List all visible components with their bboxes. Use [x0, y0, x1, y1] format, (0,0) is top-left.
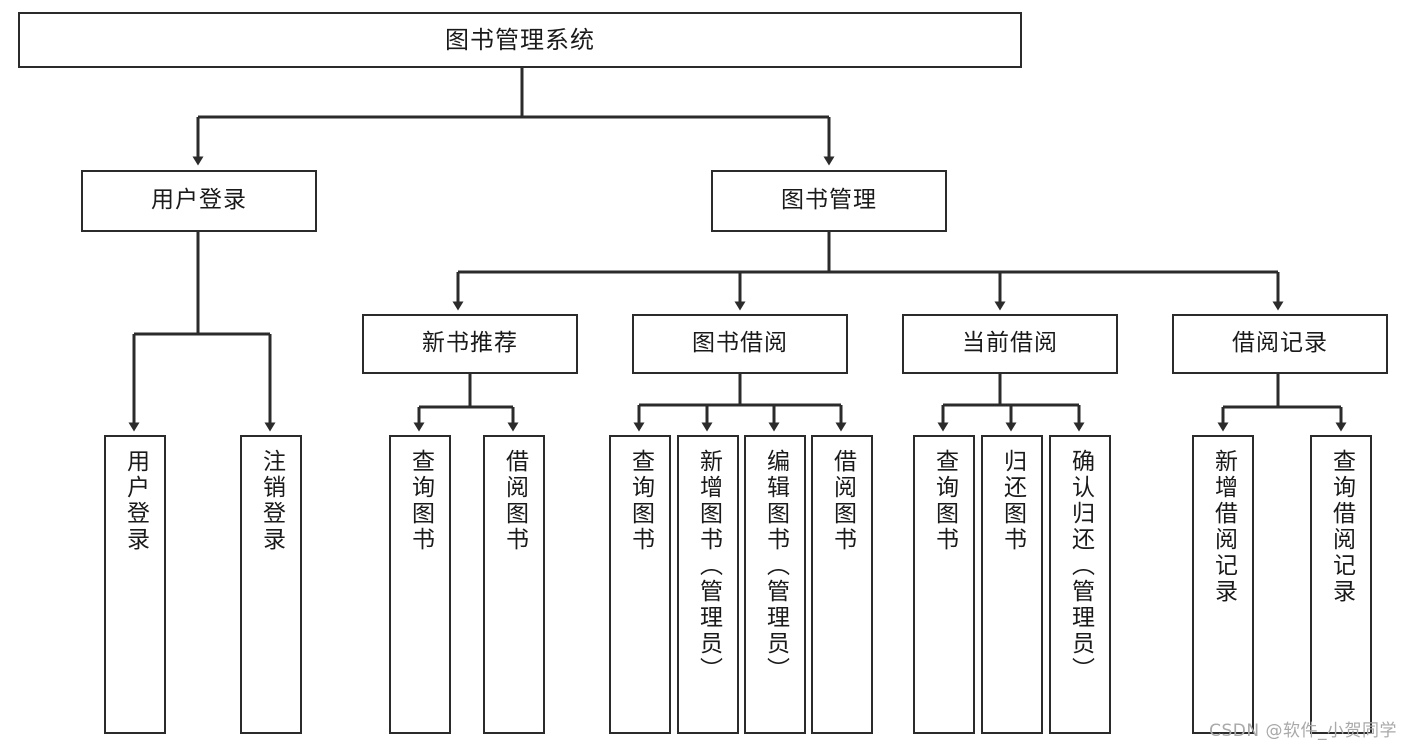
node-root-label: 图书管理系统	[445, 25, 595, 54]
node-current-borrow[interactable]: 当前借阅	[902, 314, 1118, 374]
node-book-management[interactable]: 图书管理	[711, 170, 947, 232]
node-new-book-recommend[interactable]: 新书推荐	[362, 314, 578, 374]
node-leaf-edit-book-label: 编辑图书（管理员）	[762, 449, 789, 683]
node-leaf-user-login-label: 用户登录	[122, 449, 149, 553]
node-current-borrow-label: 当前借阅	[962, 330, 1058, 357]
node-leaf-query-book-2[interactable]: 查询图书	[609, 435, 671, 734]
node-leaf-confirm-return[interactable]: 确认归还（管理员）	[1049, 435, 1111, 734]
node-borrow-record[interactable]: 借阅记录	[1172, 314, 1388, 374]
node-leaf-add-record[interactable]: 新增借阅记录	[1192, 435, 1254, 734]
watermark-text: CSDN @软件_小贺同学	[1209, 721, 1397, 741]
node-leaf-query-record-label: 查询借阅记录	[1328, 449, 1355, 605]
node-leaf-query-book-2-label: 查询图书	[627, 449, 654, 553]
node-borrow-record-label: 借阅记录	[1232, 330, 1328, 357]
node-leaf-query-record[interactable]: 查询借阅记录	[1310, 435, 1372, 734]
node-leaf-add-book[interactable]: 新增图书（管理员）	[677, 435, 739, 734]
node-leaf-edit-book[interactable]: 编辑图书（管理员）	[744, 435, 806, 734]
node-user-login-label: 用户登录	[151, 187, 247, 214]
node-leaf-logout-label: 注销登录	[258, 449, 285, 553]
node-leaf-return-book-label: 归还图书	[999, 449, 1026, 553]
node-leaf-borrow-book-2[interactable]: 借阅图书	[811, 435, 873, 734]
node-book-borrow-label: 图书借阅	[692, 330, 788, 357]
node-leaf-query-book-3[interactable]: 查询图书	[913, 435, 975, 734]
node-leaf-borrow-book-1[interactable]: 借阅图书	[483, 435, 545, 734]
node-leaf-user-login[interactable]: 用户登录	[104, 435, 166, 734]
node-leaf-confirm-return-label: 确认归还（管理员）	[1067, 449, 1094, 683]
node-book-management-label: 图书管理	[781, 187, 877, 214]
node-leaf-query-book-1-label: 查询图书	[407, 449, 434, 553]
node-leaf-query-book-3-label: 查询图书	[931, 449, 958, 553]
node-leaf-return-book[interactable]: 归还图书	[981, 435, 1043, 734]
node-leaf-borrow-book-1-label: 借阅图书	[501, 449, 528, 553]
node-leaf-add-book-label: 新增图书（管理员）	[695, 449, 722, 683]
node-leaf-add-record-label: 新增借阅记录	[1210, 449, 1237, 605]
node-leaf-logout[interactable]: 注销登录	[240, 435, 302, 734]
node-book-borrow[interactable]: 图书借阅	[632, 314, 848, 374]
node-user-login[interactable]: 用户登录	[81, 170, 317, 232]
node-leaf-query-book-1[interactable]: 查询图书	[389, 435, 451, 734]
node-leaf-borrow-book-2-label: 借阅图书	[829, 449, 856, 553]
node-new-book-recommend-label: 新书推荐	[422, 330, 518, 357]
node-root-system[interactable]: 图书管理系统	[18, 12, 1022, 68]
